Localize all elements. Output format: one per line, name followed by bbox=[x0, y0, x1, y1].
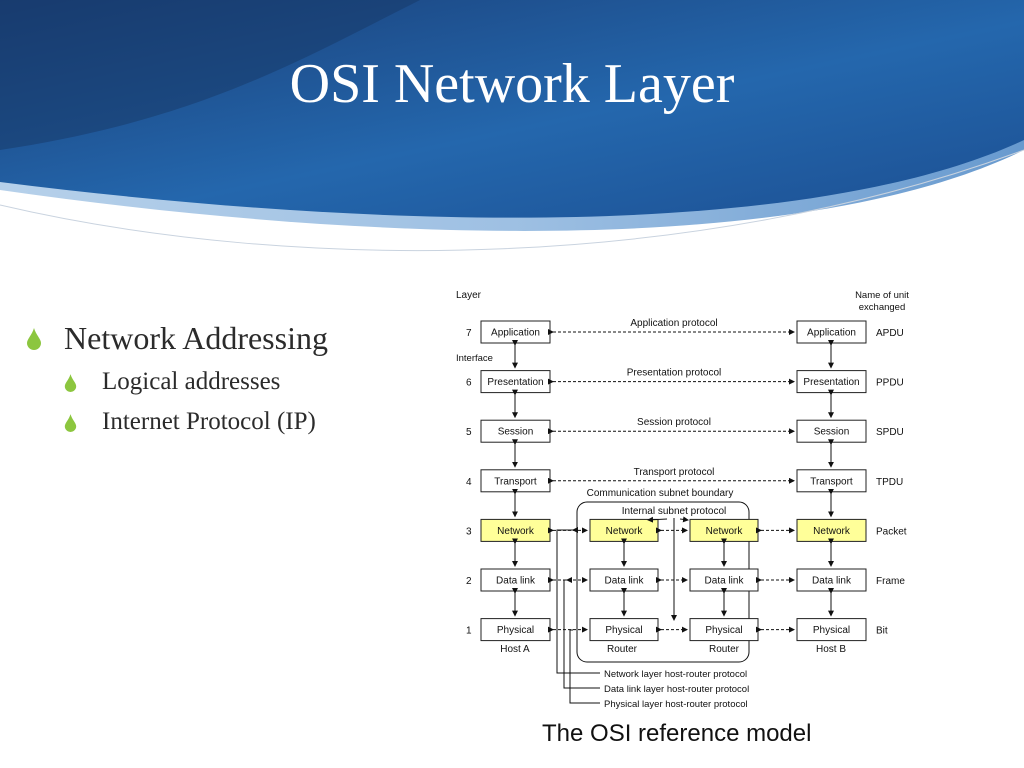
unit-name: TPDU bbox=[876, 477, 903, 488]
layer-box-label: Network bbox=[706, 526, 744, 537]
unit-name: Bit bbox=[876, 626, 888, 637]
layer-box-label: Physical bbox=[497, 625, 534, 636]
peer-protocol-label: Session protocol bbox=[637, 417, 711, 428]
layer-box-label: Transport bbox=[494, 476, 537, 487]
layer-box-label: Data link bbox=[605, 576, 645, 587]
bullet-list: Network Addressing Logical addresses Int… bbox=[26, 318, 416, 438]
diagram-caption: The OSI reference model bbox=[542, 720, 812, 747]
peer-protocol-label: Presentation protocol bbox=[627, 368, 722, 379]
layer-number: 6 bbox=[466, 378, 472, 389]
sub-bullet-text: Internet Protocol (IP) bbox=[102, 408, 316, 435]
layer-box-label: Network bbox=[813, 526, 851, 537]
water-drop-icon bbox=[64, 414, 77, 432]
layer-box-label: Physical bbox=[813, 625, 850, 636]
header-background bbox=[0, 0, 1024, 252]
host-router-protocol-label: Network layer host-router protocol bbox=[604, 669, 747, 680]
layer-box-label: Session bbox=[814, 427, 850, 438]
host-router-protocol-label: Physical layer host-router protocol bbox=[604, 699, 748, 710]
bullet-text: Network Addressing bbox=[64, 320, 328, 356]
unit-name: Frame bbox=[876, 576, 905, 587]
host-b-label: Host B bbox=[816, 644, 846, 655]
unit-name: APDU bbox=[876, 328, 904, 339]
layer-box-label: Data link bbox=[496, 576, 536, 587]
layer-box-label: Transport bbox=[810, 476, 853, 487]
peer-protocol-label: Transport protocol bbox=[634, 467, 715, 478]
layer-number: 3 bbox=[466, 526, 472, 537]
layer-box-label: Application bbox=[491, 328, 540, 339]
layer-number: 5 bbox=[466, 427, 472, 438]
unit-name: PPDU bbox=[876, 378, 904, 389]
layer-box-label: Data link bbox=[705, 576, 745, 587]
host-a-label: Host A bbox=[500, 644, 530, 655]
layer-box-label: Session bbox=[498, 427, 534, 438]
water-drop-icon bbox=[64, 374, 77, 392]
subnet-boundary-label: Communication subnet boundary bbox=[587, 488, 734, 499]
layer-box-label: Presentation bbox=[803, 377, 859, 388]
slide-title: OSI Network Layer bbox=[289, 53, 735, 115]
interface-label: Interface bbox=[456, 353, 493, 364]
layer-box bbox=[796, 618, 867, 642]
layer-box-label: Network bbox=[606, 526, 644, 537]
layer-box-label: Application bbox=[807, 328, 856, 339]
unit-name: Packet bbox=[876, 526, 907, 537]
sub-bullet-item: Internet Protocol (IP) bbox=[26, 406, 416, 438]
layer-box-label: Presentation bbox=[487, 377, 543, 388]
layer-number: 4 bbox=[466, 477, 472, 488]
layer-box-label: Physical bbox=[705, 625, 742, 636]
layer-number: 7 bbox=[466, 328, 472, 339]
layer-box-label: Physical bbox=[605, 625, 642, 636]
water-drop-icon bbox=[27, 328, 41, 350]
router-label: Router bbox=[607, 644, 638, 655]
bullet-item: Network Addressing bbox=[26, 318, 416, 358]
peer-protocol-label: Application protocol bbox=[630, 318, 717, 329]
router-label: Router bbox=[709, 644, 740, 655]
sub-bullet-item: Logical addresses bbox=[26, 366, 416, 398]
sub-bullet-text: Logical addresses bbox=[102, 368, 281, 395]
internal-protocol-label: Internal subnet protocol bbox=[622, 506, 727, 517]
layer-number: 1 bbox=[466, 626, 472, 637]
layer-number: 2 bbox=[466, 576, 472, 587]
unit-name: SPDU bbox=[876, 427, 904, 438]
layer-box-label: Network bbox=[497, 526, 535, 537]
layer-box-label: Data link bbox=[812, 576, 852, 587]
layer-header: Layer bbox=[456, 290, 482, 301]
host-router-protocol-label: Data link layer host-router protocol bbox=[604, 684, 749, 695]
